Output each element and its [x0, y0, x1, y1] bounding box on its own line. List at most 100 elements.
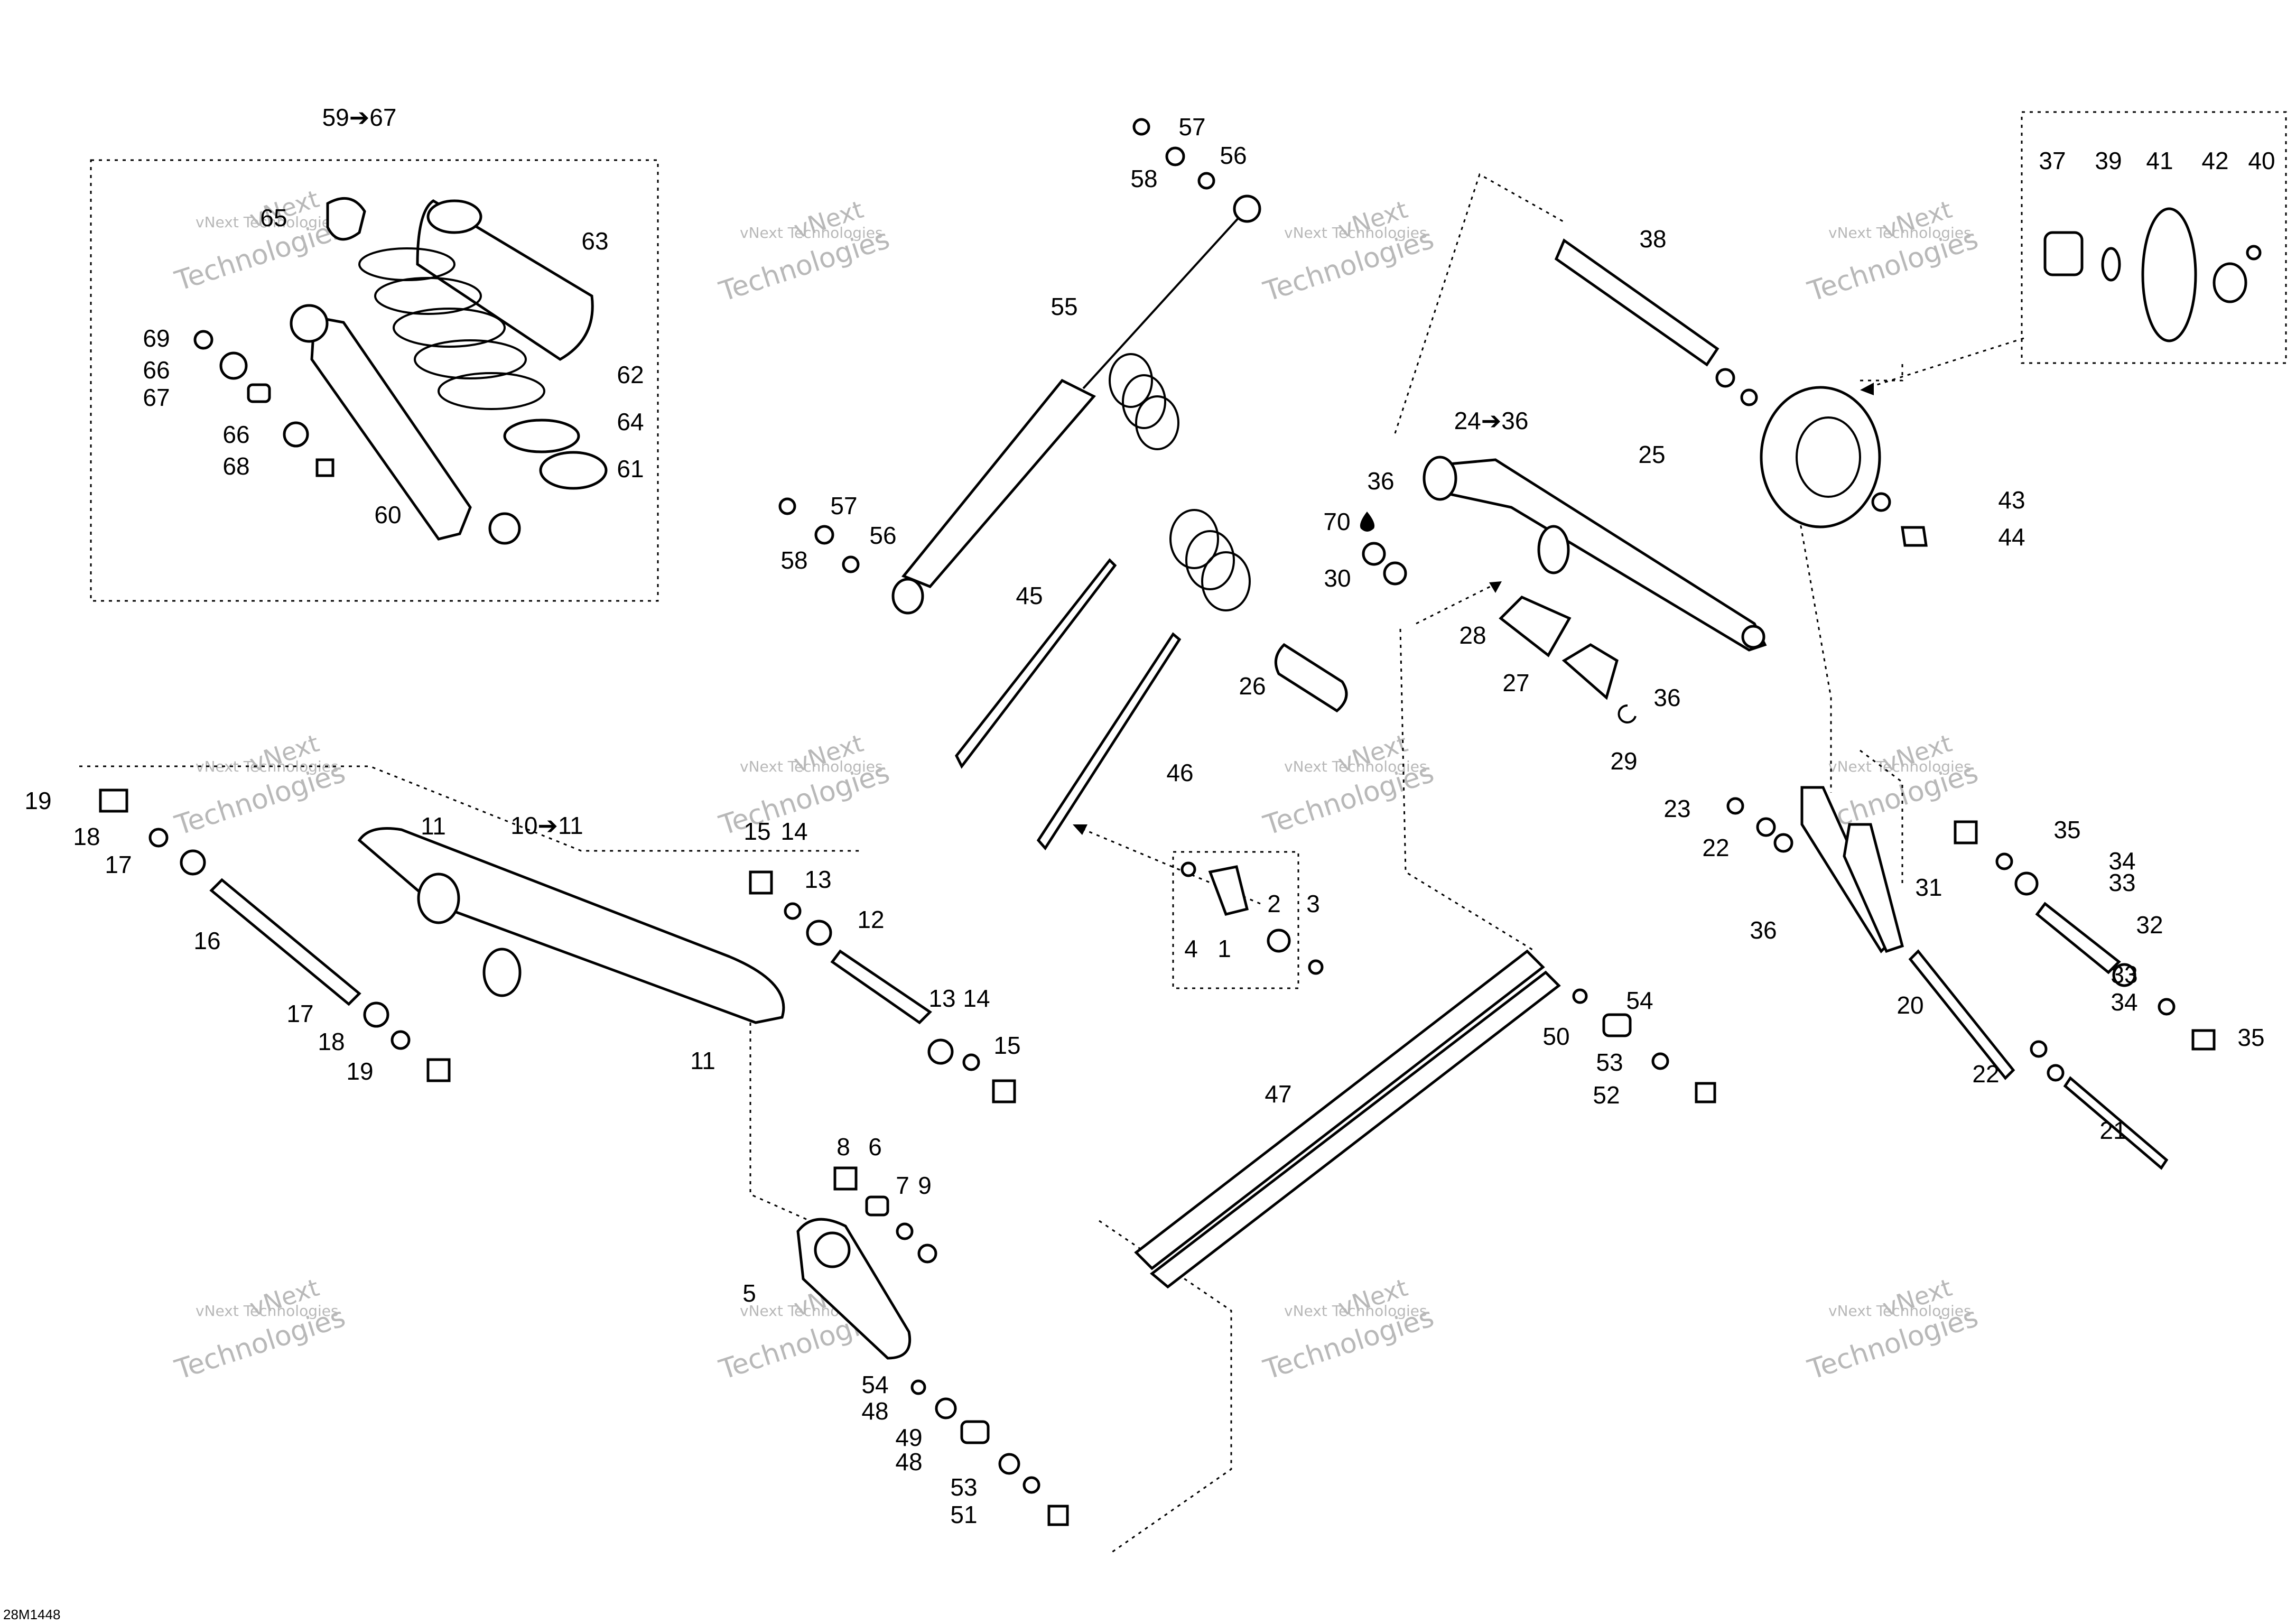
callout-45: 45 — [1016, 582, 1043, 609]
watermark-line-1: vNext Technologies — [196, 1302, 339, 1320]
nut-9 — [917, 1243, 937, 1264]
callout-48b: 48 — [895, 1448, 922, 1475]
washer-56b — [814, 525, 834, 545]
watermark-line-1: vNext Technologies — [1284, 224, 1427, 242]
nut-58a — [1197, 172, 1215, 190]
callout-69: 69 — [143, 324, 170, 352]
washer-53a — [1651, 1052, 1669, 1070]
washer-54b — [910, 1379, 926, 1395]
callout-6: 6 — [868, 1133, 882, 1161]
callout-15b: 15 — [993, 1032, 1020, 1059]
washer-22d — [2047, 1064, 2065, 1082]
callout-27: 27 — [1502, 669, 1529, 697]
callout-66b: 66 — [222, 421, 249, 448]
callout-49: 49 — [895, 1424, 922, 1451]
shock-55-bottom-eye — [891, 578, 924, 615]
callout-12: 12 — [857, 906, 884, 933]
callout-68: 68 — [222, 452, 249, 480]
clip-29 — [1618, 704, 1637, 723]
front-arm-lower-pivot — [482, 948, 522, 997]
washer-23 — [1726, 797, 1744, 815]
callout-13a: 13 — [804, 866, 831, 893]
callout-63: 63 — [581, 227, 608, 255]
link-31-b — [1843, 823, 1904, 953]
callout-35b: 35 — [2237, 1024, 2264, 1051]
shaft-20 — [1908, 949, 2015, 1080]
callout-54b: 54 — [861, 1371, 888, 1398]
bolt-19b — [426, 1058, 451, 1082]
shock-absorber-assembly — [193, 197, 608, 545]
callout-67: 67 — [143, 384, 170, 411]
front-arm — [357, 827, 785, 1024]
front-arm-assembly — [99, 788, 785, 1082]
callout-40: 40 — [2248, 147, 2275, 174]
callout-47: 47 — [1265, 1080, 1291, 1108]
washer-54a — [1572, 988, 1588, 1004]
wheel-arrow — [1865, 337, 2024, 389]
link-5-set — [796, 1166, 1069, 1526]
rear-arm-end — [1741, 625, 1765, 649]
link-47-a — [1134, 949, 1545, 1270]
callout-66a: 66 — [143, 356, 170, 384]
washer-53b — [1022, 1476, 1040, 1494]
front-shaft-12-set — [749, 870, 1016, 1103]
callout-32: 32 — [2136, 911, 2163, 939]
callout-34b: 34 — [2111, 988, 2137, 1016]
grease-drop-icon — [1360, 512, 1375, 532]
bolt-52 — [1695, 1082, 1716, 1103]
callout-20: 20 — [1897, 991, 1923, 1019]
callout-53a: 53 — [1596, 1048, 1623, 1076]
bolt-15a — [749, 870, 773, 895]
adjuster-ring — [539, 451, 608, 490]
shock-55-rod — [1082, 210, 1245, 389]
washer-38 — [1715, 368, 1735, 388]
plug-40 — [2246, 245, 2262, 261]
callout-28: 28 — [1459, 621, 1486, 649]
bolt-57b — [778, 497, 796, 515]
axle-38 — [1554, 238, 1719, 367]
rear-arm-pivot — [1537, 525, 1570, 574]
callout-19a: 19 — [24, 787, 51, 814]
shock-body — [310, 315, 472, 541]
link-47-b — [1149, 970, 1561, 1289]
bushing-13a — [806, 920, 832, 946]
callout-14b: 14 — [963, 985, 990, 1012]
watermark-line-1: vNext Technologies — [196, 214, 339, 231]
callout-33a: 33 — [2108, 869, 2135, 896]
front-arm-pivot — [417, 873, 460, 924]
callout-54a: 54 — [1626, 987, 1653, 1014]
callout-21: 21 — [2099, 1117, 2126, 1144]
nut-2 — [1267, 929, 1291, 953]
dashed-guide-3 — [79, 765, 861, 852]
spring-seat — [503, 419, 580, 453]
callout-30: 30 — [1324, 564, 1351, 592]
callout-17b: 17 — [286, 1000, 313, 1027]
callout-29: 29 — [1610, 747, 1637, 775]
bolt-68 — [315, 458, 334, 477]
kit-arrow-head — [1073, 824, 1087, 835]
callout-3: 3 — [1306, 890, 1320, 917]
callout-33b: 33 — [2111, 961, 2137, 988]
callout-18b: 18 — [318, 1028, 345, 1055]
arm-arrow — [1416, 583, 1496, 625]
dashed-guide-1 — [1399, 628, 1536, 952]
spring-retainer — [326, 197, 366, 241]
washer-43 — [1871, 492, 1891, 512]
callout-36b: 36 — [1653, 684, 1680, 711]
shock-eye — [488, 512, 521, 545]
drawing-code: 28M1448 — [3, 1607, 61, 1622]
callout-38: 38 — [1639, 225, 1666, 253]
watermark-line-1: vNext Technologies — [196, 758, 339, 775]
callout-7: 7 — [896, 1172, 909, 1199]
rear-arm-kit-label: 24➔36 — [1454, 407, 1529, 434]
grease-label: 70 — [1323, 508, 1350, 535]
idler-axle-and-wheel — [1554, 238, 1928, 547]
rear-shock-55 — [778, 118, 1261, 615]
shock-cover-end — [426, 199, 482, 234]
spring-46-leg — [1036, 632, 1182, 851]
watermark-line-1: vNext Technologies — [1284, 758, 1427, 775]
